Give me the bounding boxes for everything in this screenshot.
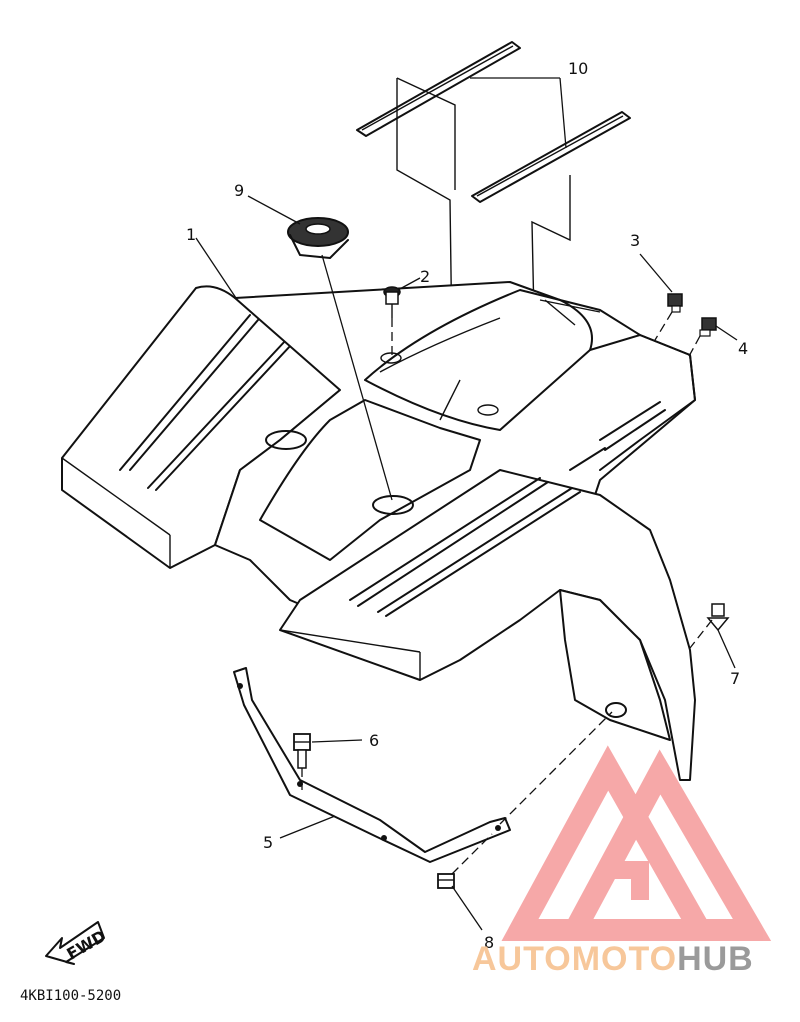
clip-7 [706,603,730,632]
callout-5: 5 [263,833,273,852]
watermark-logo [501,745,772,941]
svg-text:AUTOMOTOHUB: AUTOMOTOHUB [472,940,754,978]
front-fender [61,281,696,781]
callout-1: 1 [186,225,196,244]
callout-8: 8 [484,933,494,952]
watermark-part-a: AUTOMOTO [472,940,677,978]
watermark: AUTOMOTOHUB [472,940,754,978]
bolt-6 [293,733,311,769]
bracket-outline-mid [396,77,456,190]
fwd-arrow-icon: FWD [45,921,109,965]
callout-4: 4 [738,339,748,358]
bolt-2 [383,286,401,318]
part-code: 4KBI100-5200 [20,988,121,1004]
callout-10: 10 [568,59,588,78]
screw-4 [699,317,717,337]
callout-2: 2 [420,267,430,286]
nut-8 [437,873,455,889]
stay-bracket [233,667,511,863]
trim-strip-upper [356,41,521,137]
callout-3: 3 [630,231,640,250]
trim-strip-lower [471,111,631,203]
filler-cap-grommet [287,217,349,259]
bracket-outline-left [396,78,453,346]
callout-6: 6 [369,731,379,750]
callout-9: 9 [234,181,244,200]
watermark-part-b: HUB [677,940,754,978]
callout-7: 7 [730,669,740,688]
screw-3 [667,293,683,313]
